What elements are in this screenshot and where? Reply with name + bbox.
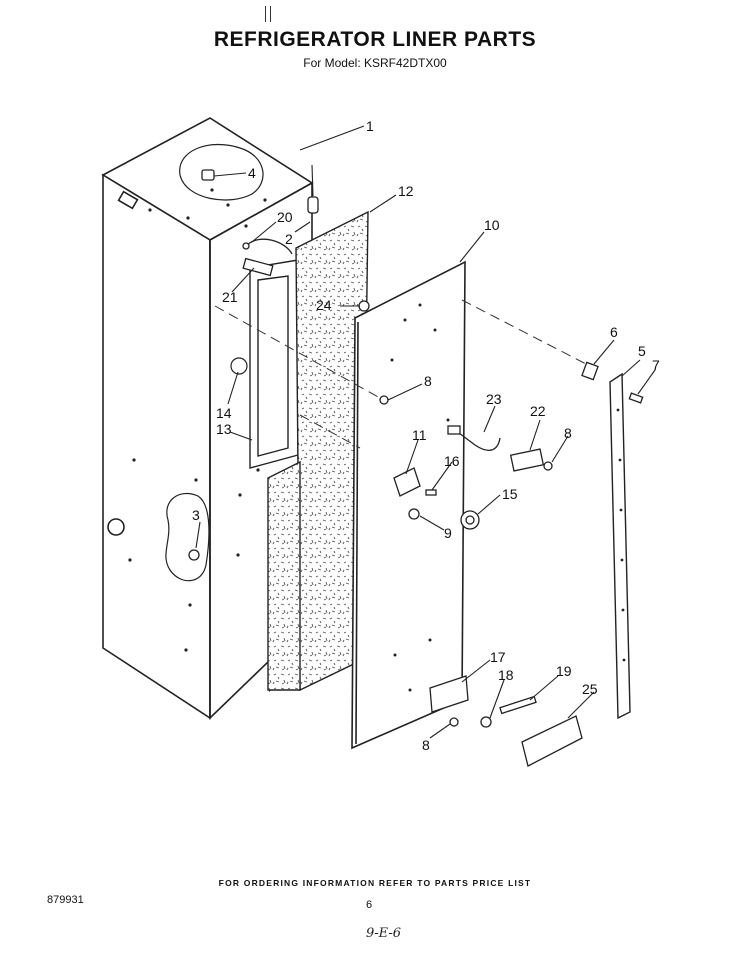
- model-subtitle: For Model: KSRF42DTX00: [303, 56, 447, 70]
- callout-7: 7: [652, 357, 660, 373]
- callout-14: 14: [216, 405, 232, 421]
- callout-22: 22: [530, 403, 546, 419]
- handwritten-note: 9-E-6: [366, 926, 402, 941]
- scan-mark: [265, 6, 271, 22]
- callout-23: 23: [486, 391, 502, 407]
- callout-3: 3: [192, 507, 200, 523]
- explosion-lines: [214, 299, 591, 449]
- callout-19: 19: [556, 663, 572, 679]
- callout-16: 16: [444, 453, 460, 469]
- callout-10: 10: [484, 217, 500, 233]
- insulation-panel: [267, 210, 369, 692]
- liner-panel: [351, 260, 466, 750]
- callout-21: 21: [222, 289, 238, 305]
- callout-8: 8: [424, 373, 432, 389]
- callout-8: 8: [422, 737, 430, 753]
- callout-15: 15: [502, 486, 518, 502]
- liner-rivets: [390, 303, 450, 692]
- callout-24: 24: [316, 297, 332, 313]
- ordering-note: FOR ORDERING INFORMATION REFER TO PARTS …: [218, 878, 532, 888]
- callout-labels: 1 4 12 20 2 10 21 24 6 5 7 8 14 13 23 22…: [192, 118, 660, 753]
- callout-17: 17: [490, 649, 506, 665]
- callout-12: 12: [398, 183, 414, 199]
- callout-8: 8: [564, 425, 572, 441]
- page-title: REFRIGERATOR LINER PARTS: [213, 28, 537, 51]
- callout-2: 2: [285, 231, 293, 247]
- cabinet-rivets: [128, 188, 267, 652]
- callout-5: 5: [638, 343, 646, 359]
- mullion-channel: [249, 259, 299, 469]
- leader-lines: [195, 125, 656, 739]
- callout-11: 11: [412, 427, 427, 443]
- callout-13: 13: [216, 421, 232, 437]
- callout-9: 9: [444, 525, 452, 541]
- callout-25: 25: [582, 681, 598, 697]
- callout-18: 18: [498, 667, 514, 683]
- trim-strip: [609, 372, 631, 720]
- callout-1: 1: [366, 118, 374, 134]
- callout-20: 20: [277, 209, 293, 225]
- trim-strip-holes: [616, 408, 626, 662]
- callout-4: 4: [248, 165, 256, 181]
- document-number: 879931: [47, 894, 84, 906]
- small-parts: [188, 169, 644, 767]
- page-number: 6: [366, 899, 373, 911]
- callout-6: 6: [610, 324, 618, 340]
